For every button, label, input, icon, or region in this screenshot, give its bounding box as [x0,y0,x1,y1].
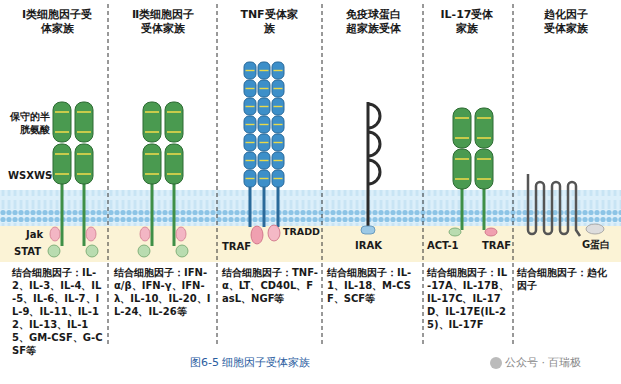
column-title: Ⅱ类细胞因子受体家族 [127,8,199,37]
ligand-list: 结合细胞因子：TNF-α、LT、CD40L、FasL、NGF等 [222,266,318,305]
adaptor-label: TRAF [482,239,511,252]
adaptor-label: TRAF [222,240,251,253]
kinase-label: IRAK [355,239,382,252]
class1-receptor [46,102,98,257]
class2-receptor [138,102,188,257]
figure-caption: 图6-5 细胞因子受体家族 [190,356,310,370]
g-protein-label: G蛋白 [582,238,610,251]
watermark: 公众号 · 百瑞极 [505,356,582,370]
ligand-list: 结合细胞因子：趋化因子 [517,266,615,292]
ligand-list: 结合细胞因子：IL-17A、IL-17B、IL-17C、IL-17D、IL-17… [427,266,509,331]
ligand-list: 结合细胞因子：IL-1、IL-18、M-CSF、SCF等 [327,266,419,305]
tnf-receptor [244,62,284,244]
column-dividers [108,4,513,346]
kinase-label: STAT [14,245,41,258]
adaptor-label: TRADD [283,226,320,238]
part-label: 保守的半胱氨酸 [8,110,50,136]
gpcr-serpentine [528,174,580,236]
il17-receptor [449,108,497,236]
g-protein-symbol [586,224,604,234]
ligand-list: 结合细胞因子：IFN-α/β、IFN-γ、IFN-λ、IL-10、IL-20、I… [114,266,212,318]
irak-protein [361,226,375,234]
column-title: Ⅰ类细胞因子受体家族 [21,8,93,37]
column-title: 免疫球蛋白超家族受体 [343,8,403,37]
ligand-list: 结合细胞因子：IL-2、IL-3、IL-4、IL-5、IL-6、IL-7、IL-… [12,266,104,357]
column-title: IL-17受体家族 [437,8,497,37]
motif-label: WSXWS [8,169,52,182]
watermark-icon [490,357,502,369]
ig-superfamily-receptor [368,102,380,226]
column-title: TNF受体家族 [240,8,298,37]
kinase-label: Jak [26,228,43,241]
adaptor-label: ACT-1 [427,239,459,252]
column-title: 趋化因子受体家族 [542,8,590,37]
